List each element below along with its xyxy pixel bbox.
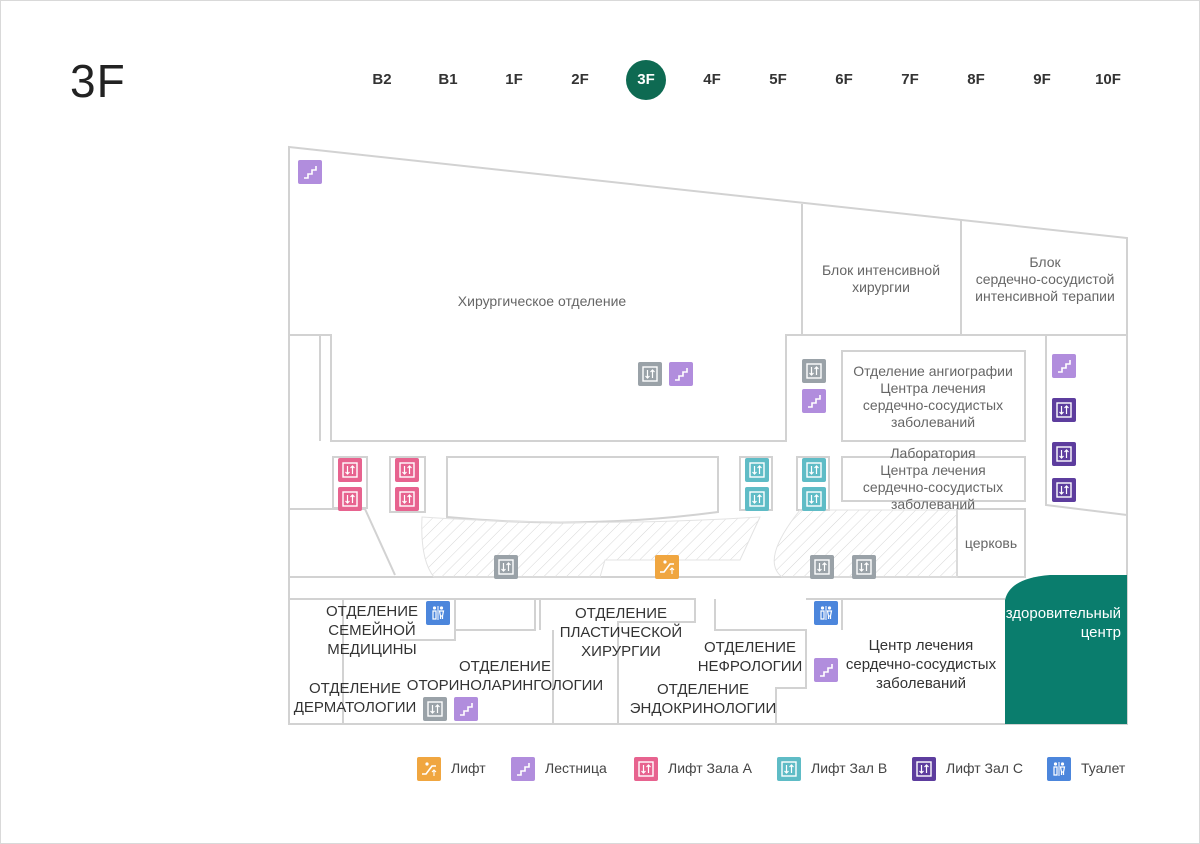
- floor-button-5f[interactable]: 5F: [769, 71, 787, 88]
- lift-hall-a-icon: [634, 757, 658, 781]
- church-label: церковь: [964, 535, 1018, 551]
- lift-hall-b-icon[interactable]: [745, 487, 769, 511]
- service-lift-icon[interactable]: [423, 697, 447, 721]
- service-lift-icon[interactable]: [638, 362, 662, 386]
- lift-hall-b-icon[interactable]: [745, 458, 769, 482]
- toilet-icon[interactable]: [426, 601, 450, 625]
- stairs-icon: [511, 757, 535, 781]
- floor-button-3f-active[interactable]: 3F: [626, 60, 666, 100]
- service-lift-icon[interactable]: [494, 555, 518, 579]
- floor-button-b2[interactable]: B2: [372, 71, 392, 88]
- legend-label: Лифт Зала А: [668, 760, 752, 776]
- lift-hall-a-icon[interactable]: [395, 487, 419, 511]
- legend-label: Туалет: [1081, 760, 1126, 776]
- legend-label: Лифт Зал B: [811, 760, 888, 776]
- service-lift-icon[interactable]: [802, 359, 826, 383]
- wellness-center-area: [1005, 575, 1127, 724]
- floor-button-10f[interactable]: 10F: [1095, 71, 1121, 88]
- service-lift-icon[interactable]: [810, 555, 834, 579]
- service-lift-icon[interactable]: [852, 555, 876, 579]
- lift-hall-c-icon: [912, 757, 936, 781]
- lift-hall-b-icon[interactable]: [802, 487, 826, 511]
- legend-label: Лестница: [545, 760, 607, 776]
- elevator-icon[interactable]: [655, 555, 679, 579]
- laboratory-room: [841, 456, 1026, 502]
- lift-hall-a-icon[interactable]: [338, 487, 362, 511]
- elevator-icon: [417, 757, 441, 781]
- stairs-icon[interactable]: [814, 658, 838, 682]
- floor-button-1f[interactable]: 1F: [505, 71, 523, 88]
- lift-hall-a-icon[interactable]: [338, 458, 362, 482]
- lift-hall-b-icon[interactable]: [802, 458, 826, 482]
- stairs-icon[interactable]: [454, 697, 478, 721]
- floor-button-4f[interactable]: 4F: [703, 71, 721, 88]
- toilet-icon[interactable]: [814, 601, 838, 625]
- lift-hall-a-icon[interactable]: [395, 458, 419, 482]
- angiography-room: [841, 350, 1026, 442]
- surgery-dept-label: Хирургическое отделение: [457, 293, 627, 309]
- floor-button-7f[interactable]: 7F: [901, 71, 919, 88]
- stairs-icon[interactable]: [802, 389, 826, 413]
- toilet-icon: [1047, 757, 1071, 781]
- surgery-wall: [289, 334, 1127, 442]
- floor-button-9f[interactable]: 9F: [1033, 71, 1051, 88]
- floor-button-6f[interactable]: 6F: [835, 71, 853, 88]
- legend-label: Лифт Зал С: [946, 760, 1023, 776]
- stairs-icon[interactable]: [1052, 354, 1076, 378]
- lift-hall-c-icon[interactable]: [1052, 442, 1076, 466]
- lift-hall-c-icon[interactable]: [1052, 478, 1076, 502]
- floor-button-8f[interactable]: 8F: [967, 71, 985, 88]
- atrium: [446, 456, 719, 524]
- lift-hall-c-icon[interactable]: [1052, 398, 1076, 422]
- stairs-icon[interactable]: [298, 160, 322, 184]
- legend-label: Лифт: [451, 760, 486, 776]
- floor-button-2f[interactable]: 2F: [571, 71, 589, 88]
- floor-button-b1[interactable]: B1: [438, 71, 458, 88]
- floor-title: 3F: [70, 55, 126, 107]
- lift-hall-b-icon: [777, 757, 801, 781]
- stairs-icon[interactable]: [669, 362, 693, 386]
